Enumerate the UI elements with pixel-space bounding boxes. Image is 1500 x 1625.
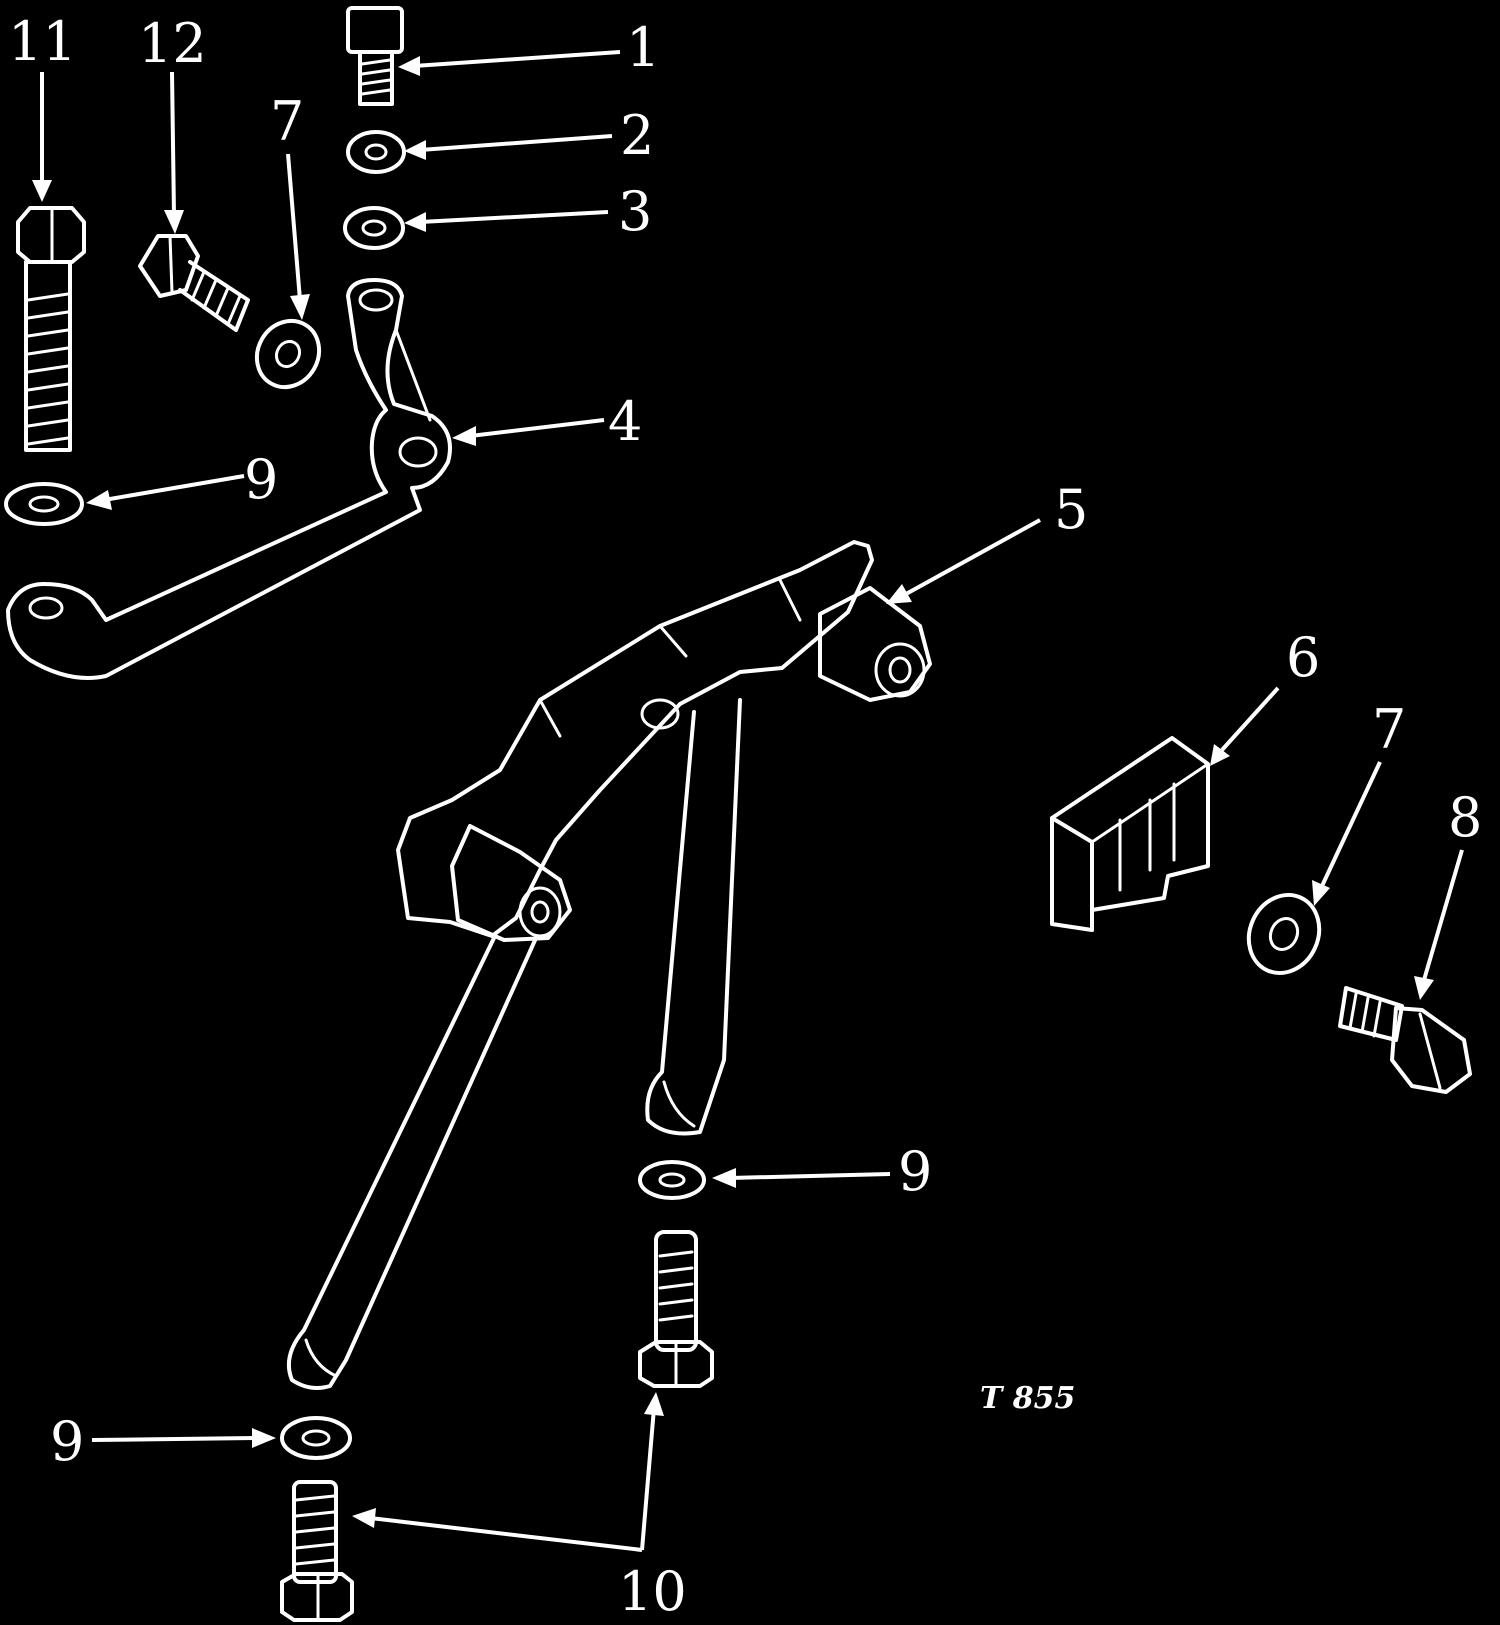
leader-6 xyxy=(1210,686,1280,766)
leader-10 xyxy=(352,1392,664,1552)
leader-7b xyxy=(1312,761,1382,906)
leader-9a xyxy=(86,474,245,510)
figure-id: T 855 xyxy=(980,1381,1075,1416)
callout-6: 6 xyxy=(1286,626,1320,689)
cap-bolt-1 xyxy=(346,6,404,106)
leader-7a xyxy=(286,153,310,320)
bracket-5 xyxy=(287,540,932,1390)
leader-4 xyxy=(452,418,605,446)
callout-9b: 9 xyxy=(898,1140,932,1203)
washer-2 xyxy=(346,130,406,174)
callout-9c: 9 xyxy=(50,1410,84,1473)
hex-bolt-10a xyxy=(638,1230,714,1388)
hex-bolt-8 xyxy=(1338,986,1472,1094)
callout-9a: 9 xyxy=(244,448,278,511)
callout-7a: 7 xyxy=(270,90,304,153)
washer-3 xyxy=(343,206,405,250)
leader-9b xyxy=(712,1168,891,1188)
washer-9b xyxy=(638,1160,706,1200)
callout-5: 5 xyxy=(1054,478,1088,541)
washer-9a xyxy=(4,482,84,526)
lever-4 xyxy=(6,278,452,680)
callout-2: 2 xyxy=(620,104,654,167)
leader-1 xyxy=(398,50,621,76)
callout-7b: 7 xyxy=(1372,698,1406,761)
callout-11: 11 xyxy=(8,10,77,73)
lock-washer-7a xyxy=(254,318,322,390)
lock-washer-7b xyxy=(1246,893,1322,975)
leader-3 xyxy=(404,210,609,232)
leader-11 xyxy=(32,72,52,202)
hex-bolt-11 xyxy=(16,206,86,452)
leader-8 xyxy=(1414,849,1464,1000)
leader-9c xyxy=(91,1428,276,1448)
leader-12 xyxy=(164,71,184,234)
block-6 xyxy=(1050,736,1210,932)
leader-5 xyxy=(886,518,1041,604)
callout-8: 8 xyxy=(1448,786,1482,849)
hex-bolt-12 xyxy=(138,234,250,332)
leader-2 xyxy=(404,134,613,160)
washer-9c xyxy=(280,1416,352,1460)
callout-4: 4 xyxy=(608,390,642,453)
callout-1: 1 xyxy=(626,16,660,79)
callout-3: 3 xyxy=(618,180,652,243)
callout-10: 10 xyxy=(618,1560,687,1623)
callout-12: 12 xyxy=(138,12,207,75)
hex-bolt-10b xyxy=(280,1480,354,1622)
